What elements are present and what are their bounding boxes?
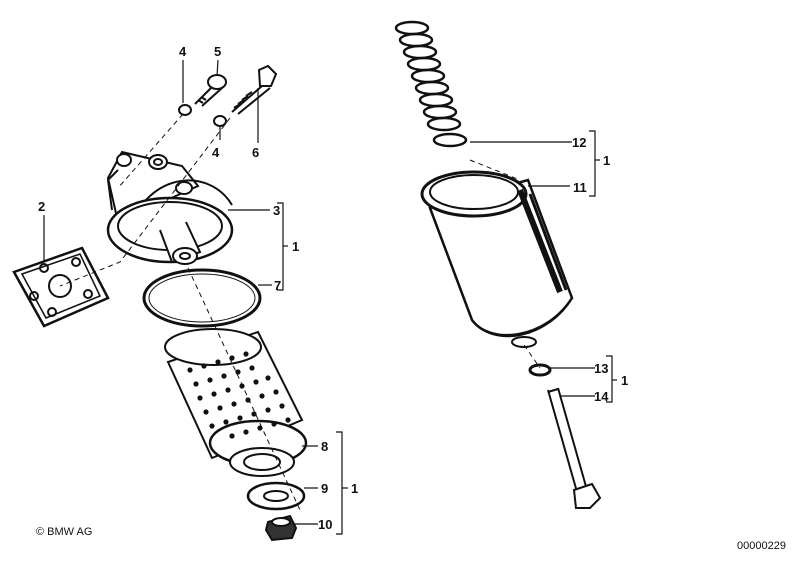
bolt-long (231, 64, 278, 115)
copyright-text: © BMW AG (36, 526, 93, 538)
washer-13 (528, 363, 552, 377)
filter-bowl (420, 170, 574, 348)
label-part-10: 10 (318, 517, 333, 532)
nut-10 (264, 514, 298, 542)
label-part-1-bottom: 1 (351, 481, 359, 496)
assembly-axes (59, 113, 541, 511)
through-bolt (547, 387, 602, 509)
washer-9 (246, 481, 306, 511)
o-ring (142, 268, 262, 328)
label-part-9: 9 (321, 481, 329, 496)
label-part-13: 13 (594, 361, 609, 376)
label-part-3: 3 (273, 203, 281, 218)
label-part-6: 6 (252, 145, 260, 160)
gasket (12, 246, 110, 328)
label-part-2: 2 (38, 199, 46, 214)
washer-top (178, 104, 192, 116)
diagram-code: 00000229 (737, 540, 786, 552)
label-part-1-right-top: 1 (603, 153, 611, 168)
washer-bottom (213, 115, 227, 127)
label-part-8: 8 (321, 439, 329, 454)
label-part-11: 11 (573, 180, 587, 195)
bolt-short (194, 74, 227, 107)
label-part-7: 7 (274, 278, 282, 293)
leader-lines (43, 59, 617, 535)
label-part-1-right-bottom: 1 (621, 373, 629, 388)
filter-housing (106, 150, 234, 265)
label-part-1-top: 1 (292, 239, 300, 254)
label-part-4-bottom: 4 (212, 145, 220, 160)
spring (394, 20, 468, 148)
label-part-5: 5 (214, 44, 222, 59)
label-part-14: 14 (594, 389, 609, 404)
filter-element (164, 328, 308, 477)
label-part-4-top: 4 (179, 44, 187, 59)
label-part-12: 12 (572, 135, 587, 150)
